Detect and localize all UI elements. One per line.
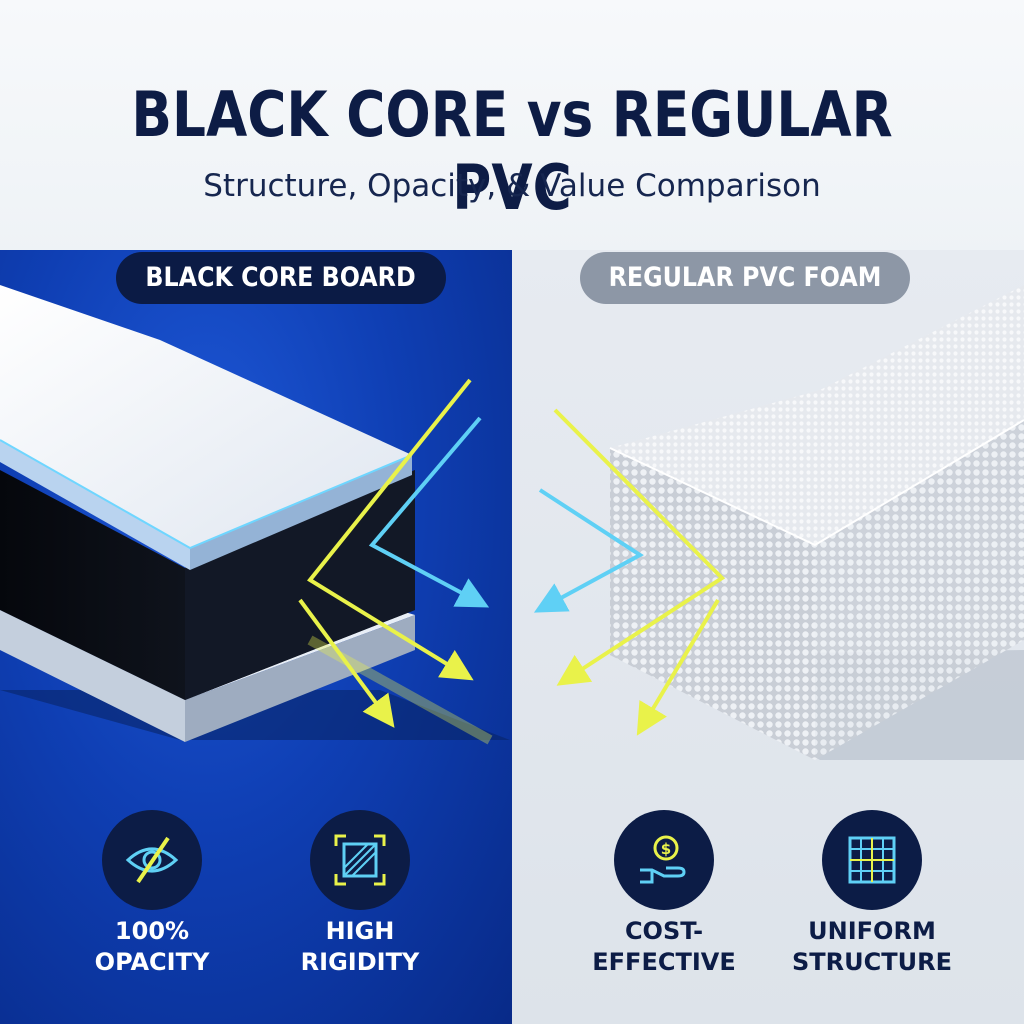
header-band [0,0,1024,262]
cost-feature-badge: $ [614,810,714,910]
page-subtitle: Structure, Opacity, & Value Comparison [203,168,821,204]
uniform-feature-label: UNIFORM STRUCTURE [792,917,952,976]
page-title: BLACK CORE vs REGULAR PVC [131,78,893,224]
dollar-hand-icon: $ [640,835,686,884]
opacity-feature-badge [102,810,202,910]
black-core-board [0,285,510,742]
eye-slash-icon [125,836,179,884]
rigidity-feature-label: HIGH RIGIDITY [300,917,420,976]
svg-text:$: $ [661,840,671,858]
regular-pvc-label: REGULAR PVC FOAM [580,252,910,304]
rigidity-feature-badge [310,810,410,910]
light-rays-left [298,378,493,745]
cost-feature-label: COST- EFFECTIVE [592,917,736,976]
black-core-label: BLACK CORE BOARD [116,252,446,304]
grid-icon [848,836,896,884]
rigid-frame-icon [334,834,386,886]
uniform-feature-badge [822,810,922,910]
regular-pvc-foam-board [609,285,1024,760]
light-rays-right [533,408,726,736]
opacity-feature-label: 100% OPACITY [94,917,210,976]
